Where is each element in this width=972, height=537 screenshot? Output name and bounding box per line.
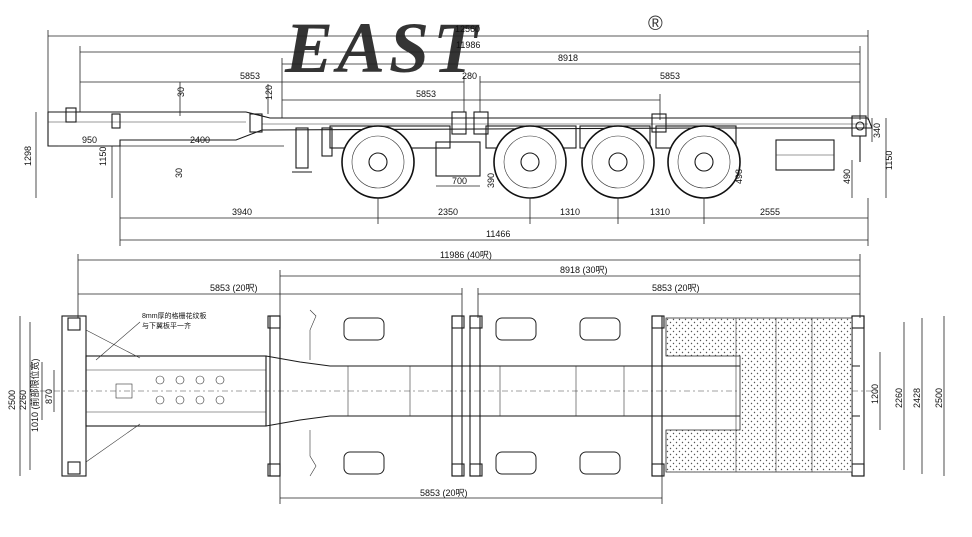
- side-wheel-4: [667, 125, 741, 199]
- top-dim-rear-20: 5853 (20呎): [652, 283, 700, 293]
- dim-front-950: 950: [82, 135, 97, 145]
- side-right-dimensions: 340 1150 490 498 390 700: [436, 118, 894, 198]
- dim-mid-20: 5853: [416, 89, 436, 99]
- registered-mark: ®: [648, 13, 663, 35]
- top-dim-w2260-right: 2260: [894, 388, 904, 408]
- dim-overall: 12560: [455, 24, 480, 34]
- top-tyres: [343, 317, 621, 475]
- note-line-1: 8mm厚的格栅花纹板: [142, 311, 207, 320]
- top-view-dimensions-left: 2500 2260 1010 (前部限位宽) 870: [7, 316, 55, 476]
- dim-front-20: 5853: [240, 71, 260, 81]
- logo-text: EAST: [284, 8, 481, 88]
- dim-h490: 490: [842, 169, 852, 184]
- top-dim-container-40: 11986 (40呎): [440, 250, 492, 260]
- side-wheel-1: [341, 125, 415, 199]
- top-view-dimensions-top: 11986 (40呎) 8918 (30呎) 5853 (20呎) 5853 (…: [77, 250, 861, 318]
- dim-height-1150: 1150: [98, 147, 108, 166]
- dim-drop-120: 120: [264, 85, 274, 100]
- dim-h1150: 1150: [884, 151, 894, 170]
- dim-rear-20: 5853: [660, 71, 680, 81]
- top-dim-w2500: 2500: [7, 390, 17, 410]
- top-dim-w870: 870: [44, 389, 54, 404]
- top-dim-middle-20: 5853 (20呎): [420, 488, 468, 498]
- toolbox: [435, 141, 481, 177]
- top-dim-w2500-right: 2500: [934, 388, 944, 408]
- side-top-dimensions: 12560 11986 8918 5853 280 5853 5853 30 1…: [47, 24, 869, 120]
- dim-rear-overhang: 2555: [760, 207, 780, 217]
- front-headboard: [61, 315, 87, 477]
- note-line-2: 与下翼板平一齐: [142, 321, 191, 330]
- dim-neck-2400: 2400: [190, 135, 210, 145]
- side-wheel-3: [581, 125, 655, 199]
- rear-checker-plate: [665, 317, 853, 473]
- side-bottom-dimensions: 3940 2350 1310 1310 2555 11466: [119, 146, 869, 246]
- dim-container-40: 11986: [456, 40, 480, 50]
- top-dim-container-30: 8918 (30呎): [560, 265, 608, 275]
- dim-total-height: 1298: [23, 146, 33, 166]
- dim-gap: 280: [462, 71, 477, 81]
- front-holes: [115, 375, 225, 405]
- dim-container-30: 8918: [558, 53, 578, 63]
- dim-drop-30: 30: [176, 87, 186, 97]
- side-wheel-2: [493, 125, 567, 199]
- dim-step-30: 30: [174, 168, 184, 178]
- dim-h498: 498: [734, 169, 744, 184]
- top-dim-front-20: 5853 (20呎): [210, 283, 258, 293]
- top-dim-w1010: 1010 (前部限位宽): [29, 358, 40, 432]
- top-view-dimensions-bottom: 5853 (20呎): [279, 476, 663, 504]
- top-dim-w2428: 2428: [912, 388, 922, 408]
- side-left-dimensions: 1298 950 2400 1150 30: [23, 112, 284, 198]
- east-logo: EAST ®: [284, 8, 663, 88]
- top-view-chassis: [40, 309, 880, 477]
- plate-note: 8mm厚的格栅花纹板 与下翼板平一齐: [95, 311, 207, 361]
- dim-axle-2350: 2350: [438, 207, 458, 217]
- dim-w700: 700: [452, 176, 467, 186]
- top-dim-w2260: 2260: [18, 390, 28, 410]
- dim-wheelbase-total: 11466: [486, 229, 510, 239]
- top-view-dimensions-right: 1200 2260 2428 2500: [870, 316, 945, 476]
- dim-kingpin-axle: 3940: [232, 207, 252, 217]
- dim-axle-1310-b: 1310: [650, 207, 670, 217]
- dim-h390: 390: [486, 173, 496, 188]
- dim-h340: 340: [872, 123, 882, 138]
- dim-axle-1310-a: 1310: [560, 207, 580, 217]
- top-dim-w1200: 1200: [870, 384, 880, 404]
